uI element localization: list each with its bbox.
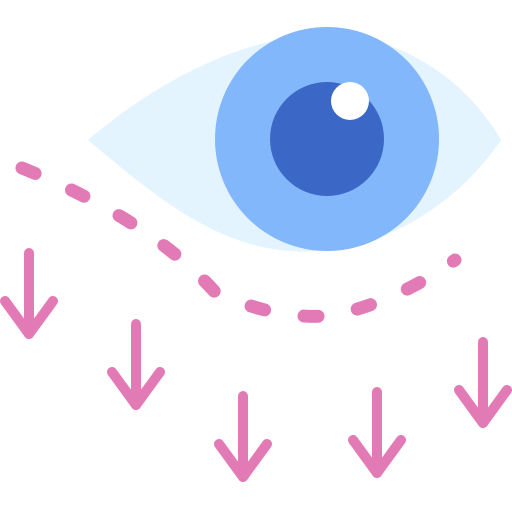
down-arrows	[0, 248, 512, 482]
down-arrow-icon	[214, 391, 272, 482]
down-arrow-icon	[107, 319, 165, 410]
under-eye-dashed-line	[15, 161, 462, 323]
down-arrow-icon	[0, 248, 58, 339]
eye-highlight	[331, 82, 369, 120]
down-arrow-icon	[454, 337, 512, 428]
down-arrow-icon	[348, 387, 406, 478]
